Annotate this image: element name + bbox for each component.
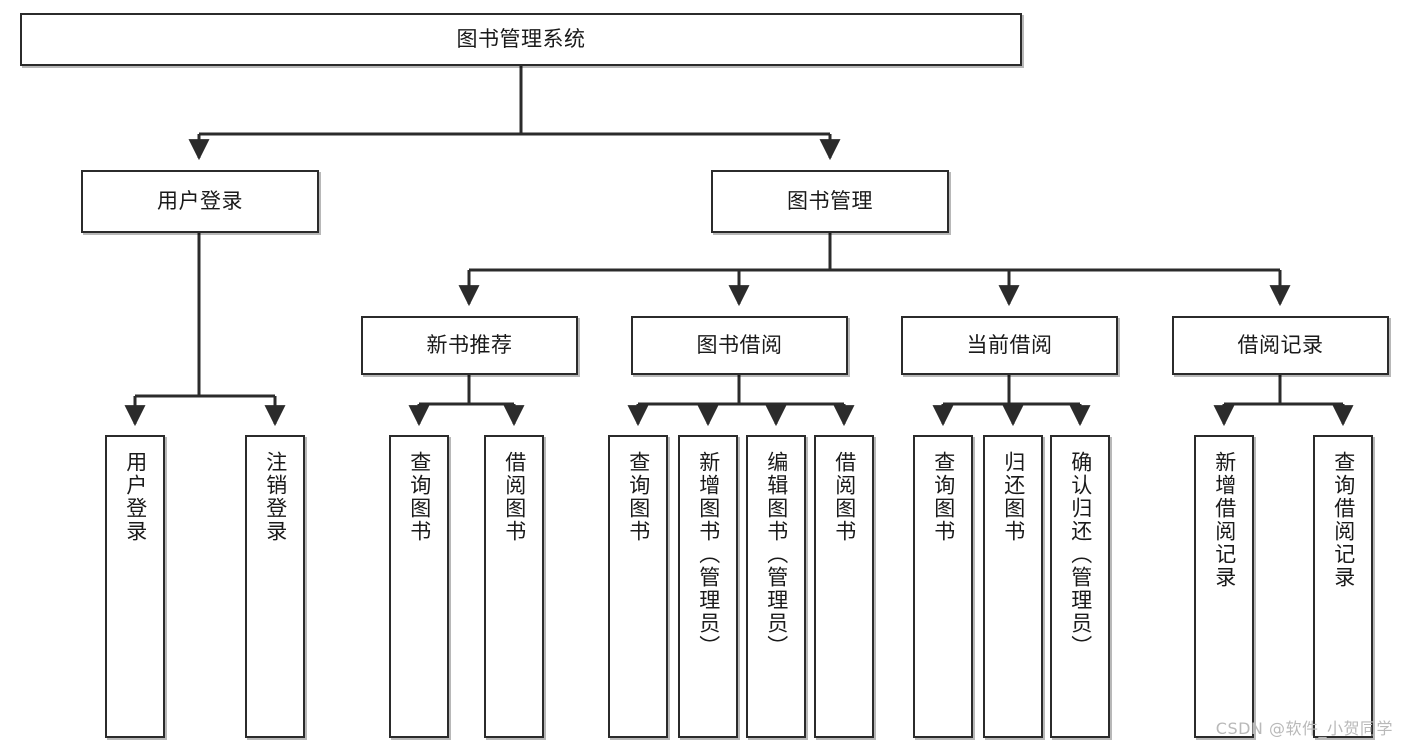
leaf-new-book-query[interactable]: 查询图书 xyxy=(389,435,449,738)
leaf-borrow-borrow-book[interactable]: 借阅图书 xyxy=(814,435,874,738)
node-new-book-recommend-label: 新书推荐 xyxy=(426,333,513,358)
leaf-current-query[interactable]: 查询图书 xyxy=(913,435,973,738)
node-current-borrow-label: 当前借阅 xyxy=(966,333,1053,358)
leaf-user-login[interactable]: 用户登录 xyxy=(105,435,165,738)
leaf-user-login-label: 用户登录 xyxy=(123,451,148,543)
leaf-record-add-label: 新增借阅记录 xyxy=(1212,451,1237,589)
leaf-new-book-query-label: 查询图书 xyxy=(407,451,432,543)
node-user-login-label: 用户登录 xyxy=(157,189,243,214)
node-book-management-label: 图书管理 xyxy=(787,189,873,214)
leaf-current-confirm-return-label: 确认归还（管理员） xyxy=(1068,451,1093,658)
node-user-login[interactable]: 用户登录 xyxy=(81,170,319,233)
leaf-user-logout-label: 注销登录 xyxy=(263,451,288,543)
leaf-borrow-edit-book-label: 编辑图书（管理员） xyxy=(764,451,789,658)
leaf-current-return[interactable]: 归还图书 xyxy=(983,435,1043,738)
leaf-current-confirm-return[interactable]: 确认归还（管理员） xyxy=(1050,435,1110,738)
leaf-user-logout[interactable]: 注销登录 xyxy=(245,435,305,738)
node-borrow-records[interactable]: 借阅记录 xyxy=(1172,316,1389,375)
leaf-record-query-label: 查询借阅记录 xyxy=(1331,451,1356,589)
leaf-borrow-add-book[interactable]: 新增图书（管理员） xyxy=(678,435,738,738)
leaf-borrow-edit-book[interactable]: 编辑图书（管理员） xyxy=(746,435,806,738)
node-book-borrow[interactable]: 图书借阅 xyxy=(631,316,848,375)
leaf-new-book-borrow-label: 借阅图书 xyxy=(502,451,527,543)
node-new-book-recommend[interactable]: 新书推荐 xyxy=(361,316,578,375)
leaf-new-book-borrow[interactable]: 借阅图书 xyxy=(484,435,544,738)
leaf-borrow-add-book-label: 新增图书（管理员） xyxy=(696,451,721,658)
leaf-current-return-label: 归还图书 xyxy=(1001,451,1026,543)
leaf-borrow-query-label: 查询图书 xyxy=(626,451,651,543)
node-borrow-records-label: 借阅记录 xyxy=(1237,333,1324,358)
node-book-management[interactable]: 图书管理 xyxy=(711,170,949,233)
leaf-current-query-label: 查询图书 xyxy=(931,451,956,543)
leaf-record-query[interactable]: 查询借阅记录 xyxy=(1313,435,1373,738)
node-root-label: 图书管理系统 xyxy=(456,27,586,52)
node-root[interactable]: 图书管理系统 xyxy=(20,13,1022,66)
csdn-watermark: CSDN @软件_小贺同学 xyxy=(1215,719,1393,738)
node-current-borrow[interactable]: 当前借阅 xyxy=(901,316,1118,375)
node-book-borrow-label: 图书借阅 xyxy=(696,333,783,358)
leaf-record-add[interactable]: 新增借阅记录 xyxy=(1194,435,1254,738)
leaf-borrow-borrow-book-label: 借阅图书 xyxy=(832,451,857,543)
leaf-borrow-query[interactable]: 查询图书 xyxy=(608,435,668,738)
